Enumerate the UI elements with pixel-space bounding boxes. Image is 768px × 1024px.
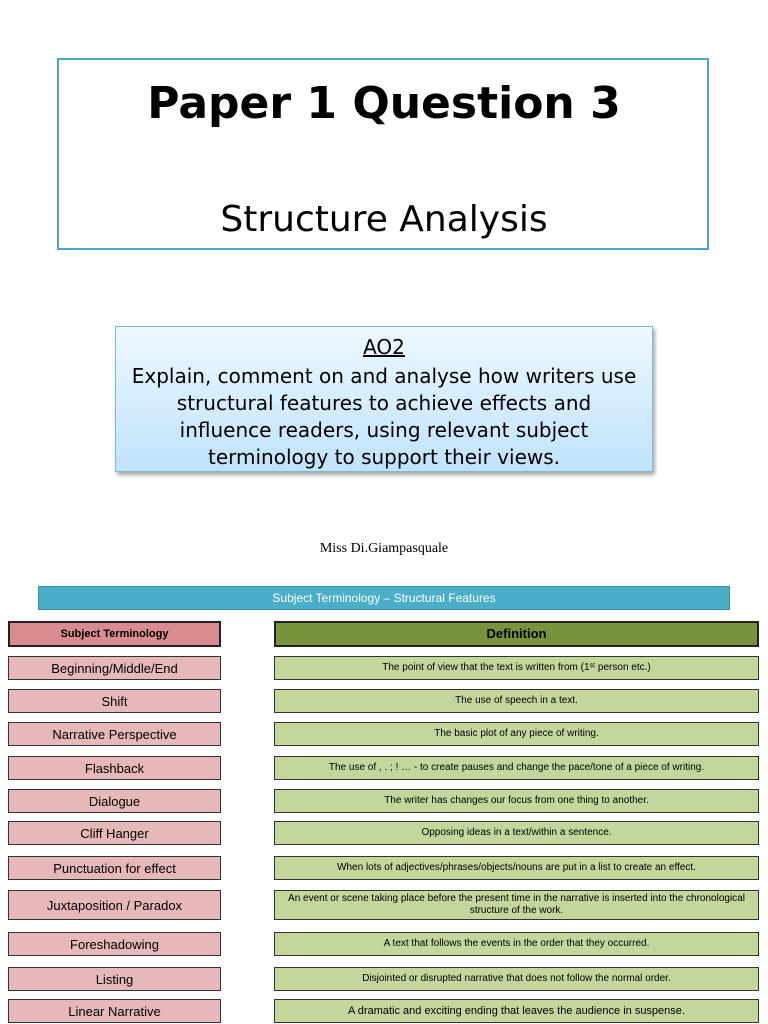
definition-cell: A text that follows the events in the or… [274,932,759,956]
author-name: Miss Di.Giampasquale [319,541,449,556]
term-cell: Flashback [8,756,221,780]
definition-cell: When lots of adjectives/phrases/objects/… [274,856,759,880]
term-cell: Foreshadowing [8,932,221,956]
definition-cell: Opposing ideas in a text/within a senten… [274,821,759,845]
definition-cell: The writer has changes our focus from on… [274,789,759,813]
header-subject-terminology: Subject Terminology [8,621,221,647]
term-cell: Linear Narrative [8,999,221,1023]
term-cell: Listing [8,967,221,991]
objective-heading: AO2 [363,335,405,359]
term-cell: Punctuation for effect [8,856,221,880]
definition-cell: Disjointed or disrupted narrative that d… [274,967,759,991]
page-title: Paper 1 Question 3 [147,78,621,129]
objective-text: Explain, comment on and analyse how writ… [131,364,637,469]
definition-cell: The point of view that the text is writt… [274,656,759,680]
term-cell: Narrative Perspective [8,722,221,746]
definition-cell: The use of , . ; ! … - to create pauses … [274,756,759,780]
section-banner: Subject Terminology – Structural Feature… [38,586,730,610]
term-cell: Dialogue [8,789,221,813]
assessment-objective-box: AO2 Explain, comment on and analyse how … [115,326,653,472]
definition-cell: The use of speech in a text. [274,689,759,713]
definition-cell: A dramatic and exciting ending that leav… [274,999,759,1023]
term-cell: Cliff Hanger [8,821,221,845]
definition-cell: The basic plot of any piece of writing. [274,722,759,746]
title-box [57,58,709,250]
page-subtitle: Structure Analysis [220,199,548,240]
definition-cell: An event or scene taking place before th… [274,890,759,920]
header-definition: Definition [274,621,759,647]
term-cell: Juxtaposition / Paradox [8,890,221,920]
term-cell: Shift [8,689,221,713]
term-cell: Beginning/Middle/End [8,656,221,680]
